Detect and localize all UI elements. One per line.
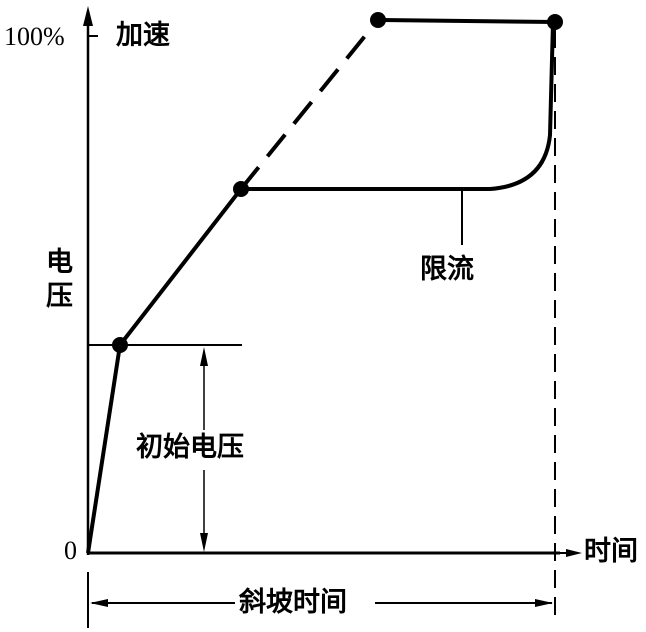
- x-axis: [88, 549, 582, 557]
- y-axis: [83, 6, 98, 555]
- current-limit-label: 限流: [420, 254, 474, 285]
- ramp-end-point: [547, 14, 563, 30]
- x-axis-arrow-icon: [566, 549, 582, 557]
- y-axis-label: 电压: [46, 247, 73, 312]
- initial-voltage-point: [112, 337, 128, 353]
- ramp-time-dimension: [87, 572, 553, 628]
- key-points: [112, 12, 563, 353]
- acceleration-label: 加速: [116, 20, 170, 51]
- y-tick-100: 100%: [4, 22, 65, 51]
- initial-voltage-label: 初始电压: [136, 432, 244, 463]
- current-limit-start-point: [233, 181, 249, 197]
- full-voltage-line: [377, 18, 556, 24]
- x-axis-label: 时间: [584, 536, 638, 567]
- y-tick-0: 0: [64, 536, 77, 565]
- y-axis-arrow-icon: [83, 6, 93, 26]
- ramp-dashed-line: [239, 18, 380, 191]
- ramp-solid-line: [86, 187, 243, 554]
- current-limit-curve: [241, 21, 555, 191]
- initial-voltage-dimension: [200, 347, 208, 552]
- full-voltage-point: [370, 12, 386, 28]
- ramp-time-label: 斜坡时间: [239, 587, 347, 618]
